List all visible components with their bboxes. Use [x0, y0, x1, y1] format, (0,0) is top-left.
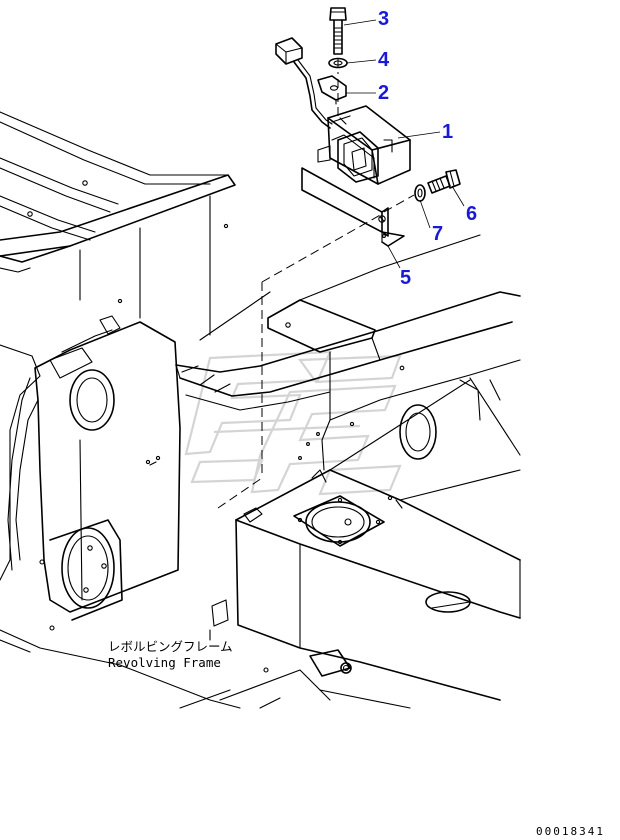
upper-left-rails [0, 111, 271, 341]
right-frame-body [298, 359, 521, 471]
wire-harness [275, 37, 333, 129]
left-side-plate [0, 315, 181, 613]
frame-label-japanese: レボルビングフレーム [108, 639, 233, 654]
main-beam [175, 234, 521, 471]
washer-part-7 [414, 184, 426, 202]
plate-part-2 [317, 75, 347, 105]
assembly-dash-lines [217, 58, 415, 509]
lower-deck [235, 469, 521, 701]
callout-3: 3 [378, 8, 390, 30]
frame-label-english: Revolving Frame [108, 655, 221, 670]
bolt-part-6 [427, 169, 461, 194]
callout-1: 1 [442, 121, 454, 143]
callout-6: 6 [466, 203, 478, 225]
bracket-part-5 [301, 167, 405, 247]
bolt-part-3 [329, 7, 347, 55]
callout-7: 7 [432, 223, 444, 245]
callout-2: 2 [378, 82, 390, 104]
bottom-frame [119, 599, 411, 709]
unit-part-1 [317, 105, 411, 185]
watermark-logo [184, 350, 402, 496]
lower-left-plate [0, 519, 123, 666]
callout-5: 5 [400, 267, 412, 289]
leader-lines [343, 19, 465, 269]
document-id: 00018341 [536, 825, 605, 838]
callout-4: 4 [378, 49, 390, 71]
